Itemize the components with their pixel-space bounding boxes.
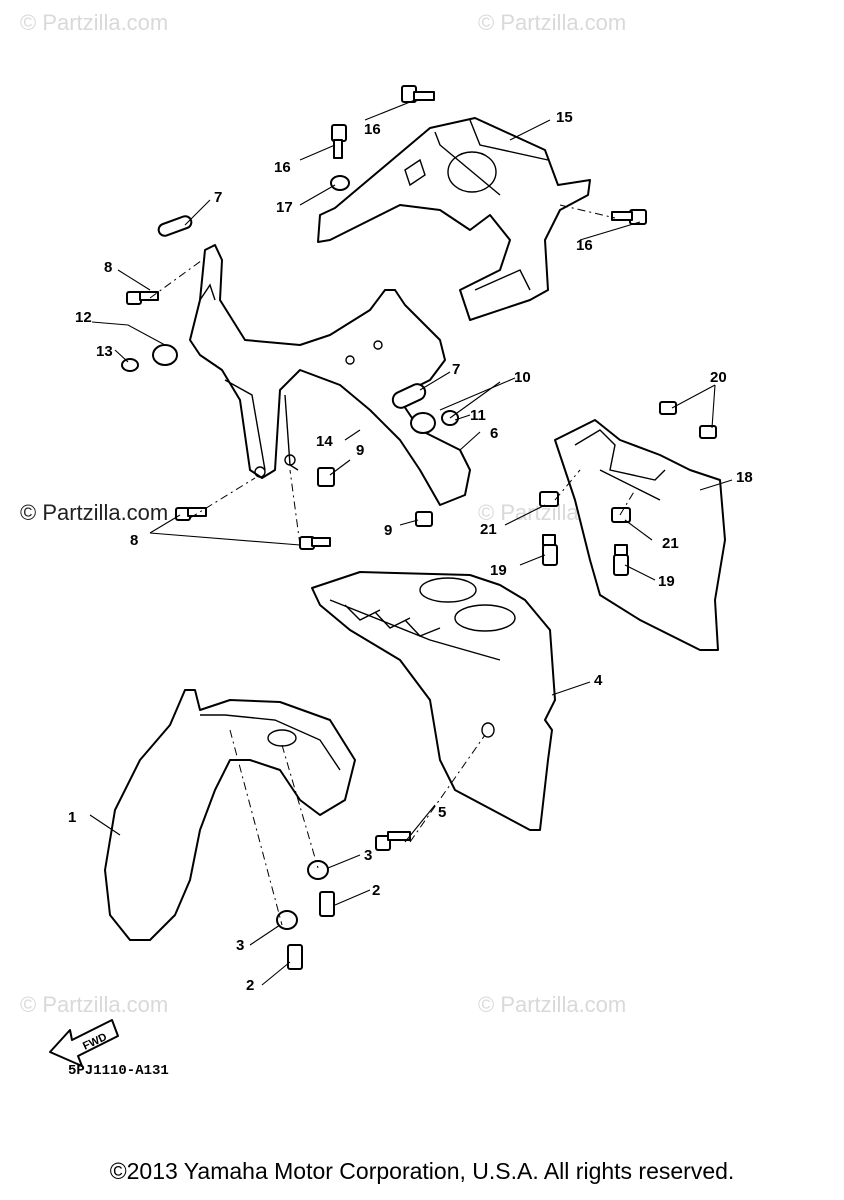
diagram-code: 5PJ1110-A131: [68, 1063, 169, 1079]
watermark: © Partzilla.com: [478, 992, 626, 1017]
callout-7: 7: [214, 189, 222, 206]
callout-16: 16: [364, 121, 381, 138]
fasteners: [121, 85, 717, 970]
callout-18: 18: [736, 469, 753, 486]
callout-20: 20: [710, 369, 727, 386]
callout-9: 9: [356, 442, 364, 459]
callout-9: 9: [384, 522, 392, 539]
callout-15: 15: [556, 109, 573, 126]
callout-13: 13: [96, 343, 113, 360]
watermark: © Partzilla.com: [20, 10, 168, 35]
part-18-side-cover: [554, 419, 726, 651]
callout-19: 19: [658, 573, 675, 590]
callout-16: 16: [274, 159, 291, 176]
part-4-inner-panel: [311, 571, 556, 831]
callout-7: 7: [452, 361, 460, 378]
callout-17: 17: [276, 199, 293, 216]
callout-1: 1: [68, 809, 76, 826]
part-15-bracket: [317, 117, 591, 321]
callout-10: 10: [514, 369, 531, 386]
part-1-front-fender: [104, 689, 356, 941]
callouts: 1 2 2 3 3 4 5 6 7 7 8 8 9 9 10 11 12 13 …: [68, 109, 753, 994]
part-bracket-frame: [189, 244, 471, 506]
watermark: © Partzilla.com: [478, 10, 626, 35]
callout-16: 16: [576, 237, 593, 254]
callout-3: 3: [364, 847, 372, 864]
callout-19: 19: [490, 562, 507, 579]
callout-6: 6: [490, 425, 498, 442]
callout-8: 8: [104, 259, 112, 276]
callout-5: 5: [438, 804, 446, 821]
callout-21: 21: [662, 535, 679, 552]
fwd-arrow-icon: FWD: [49, 1019, 119, 1067]
callout-11: 11: [470, 407, 486, 424]
yamaha-badge: [391, 383, 427, 409]
callout-2: 2: [372, 882, 380, 899]
callout-12: 12: [75, 309, 92, 326]
watermark: © Partzilla.com: [20, 500, 168, 525]
callout-4: 4: [594, 672, 603, 689]
callout-21: 21: [480, 521, 497, 538]
callout-2: 2: [246, 977, 254, 994]
leader-lines: [89, 99, 733, 986]
callout-14: 14: [316, 433, 333, 450]
callout-3: 3: [236, 937, 244, 954]
callout-8: 8: [130, 532, 138, 549]
copyright-footer: ©2013 Yamaha Motor Corporation, U.S.A. A…: [109, 1158, 735, 1184]
watermark: © Partzilla.com: [20, 992, 168, 1017]
